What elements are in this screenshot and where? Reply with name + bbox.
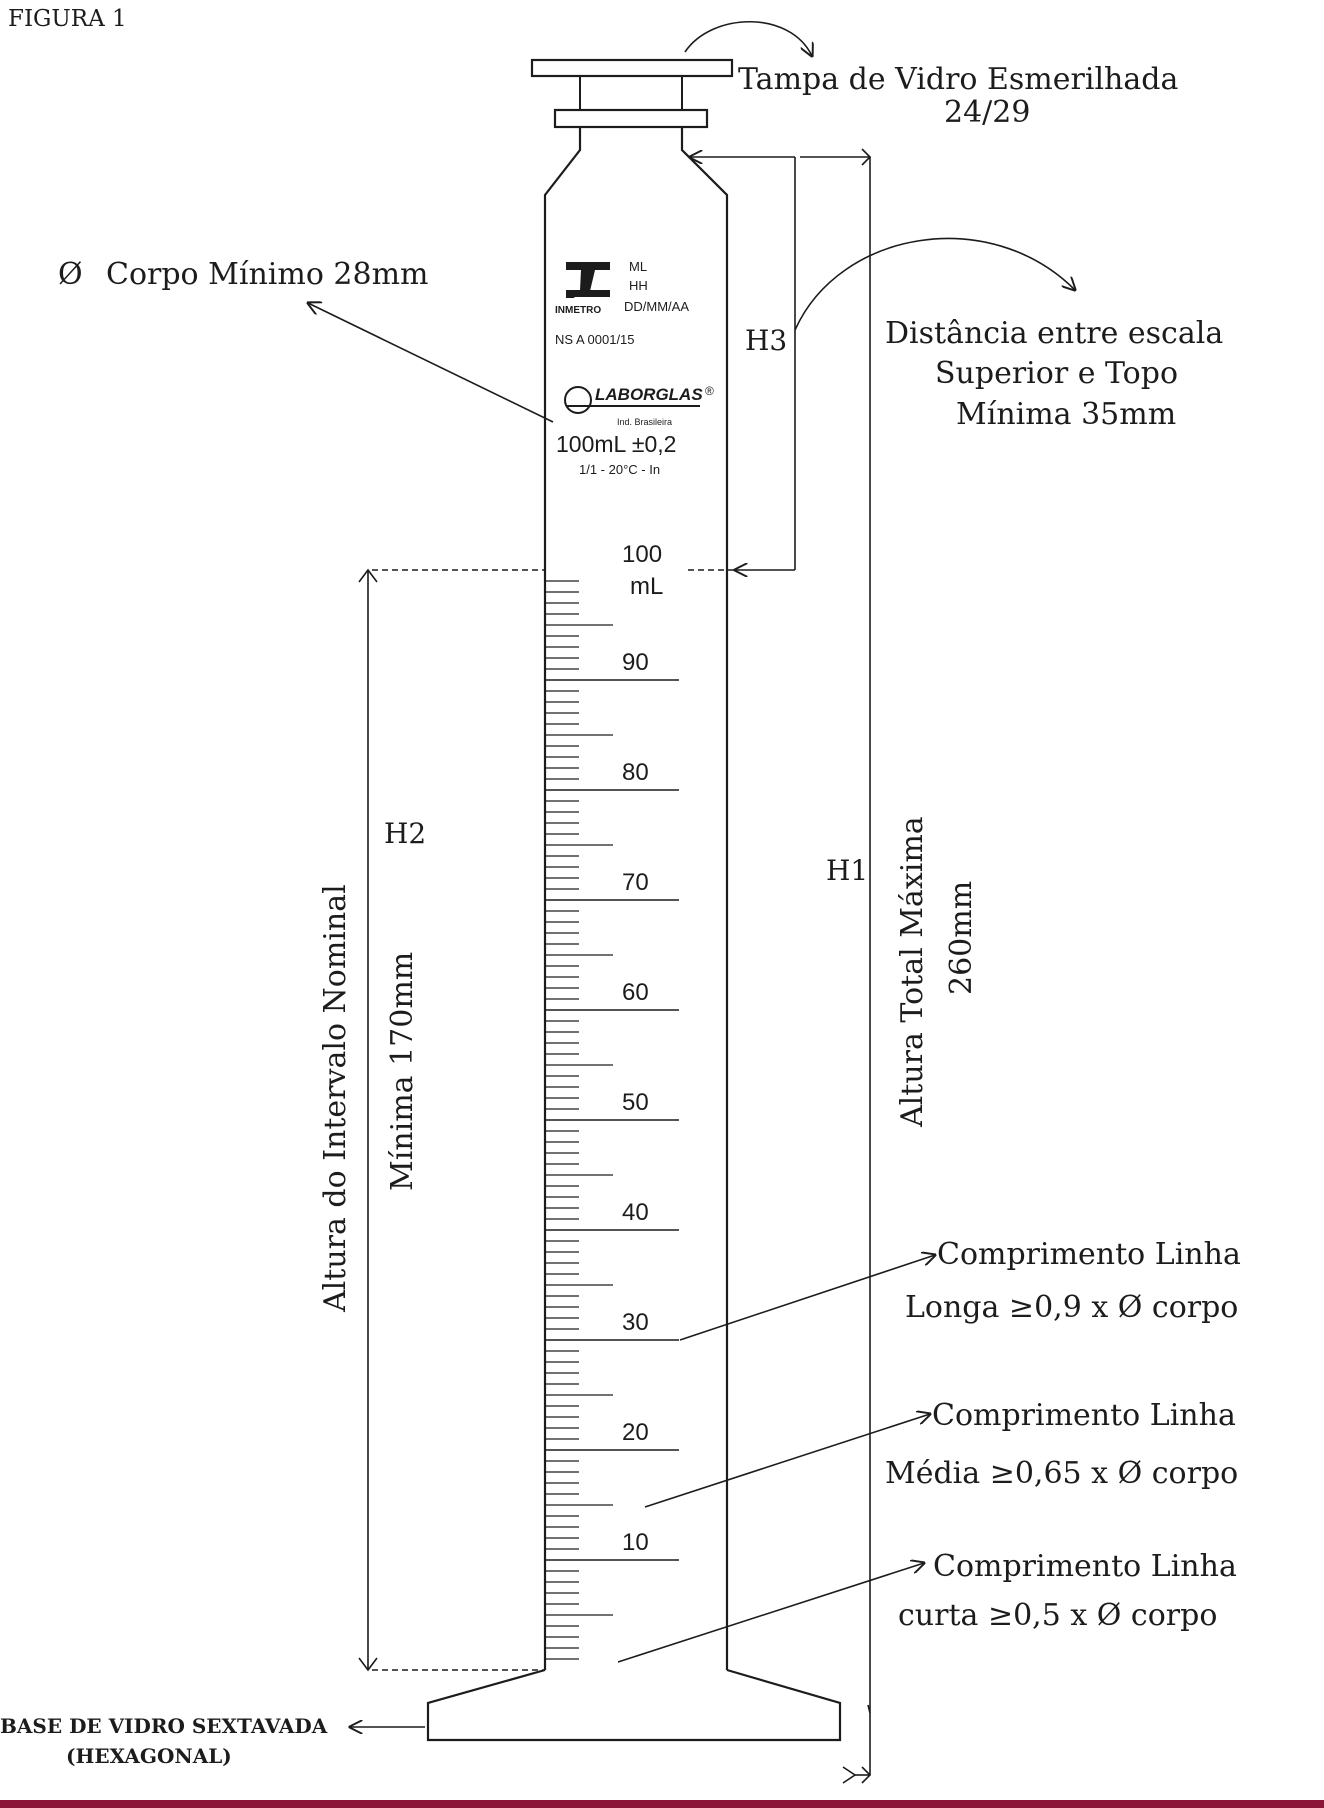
h3-label-line1: Distância entre escala [885,316,1223,351]
medium-line-arrow [644,1414,930,1508]
scale-label-40: 40 [622,1199,649,1226]
brand-name: LABORGLAS [595,385,703,404]
inmetro-name: INMETRO [555,305,601,316]
inmetro-code-date: DD/MM/AA [624,299,689,314]
medium-line-label2: Média ≥0,65 x Ø corpo [885,1456,1238,1491]
bottom-strip [0,1800,1324,1808]
stopper-lower-rim [553,108,709,129]
laborglas-logo-icon [564,386,700,414]
inmetro-code-hh: HH [629,278,648,293]
brand-registered-mark: ® [705,384,714,398]
stopper-top-rim [530,58,734,78]
h2-dimension [358,568,378,1672]
scale-label-30: 30 [622,1309,649,1336]
short-line-label1: Comprimento Linha [933,1549,1237,1584]
scale-label-100: 100 [622,541,662,568]
short-line-label2: curta ≥0,5 x Ø corpo [898,1598,1217,1633]
cap-arrow [684,20,812,56]
scale-label-70: 70 [622,869,649,896]
capacity-tolerance: 100mL ±0,2 [556,431,676,457]
calibration-conditions: 1/1 - 20°C - In [579,462,660,477]
graduation-scale [545,580,679,1660]
h3-callout-arrow [794,237,1075,331]
inmetro-logo [566,262,610,298]
figure-label: FIGURA 1 [8,6,127,32]
h3-label-line3: Mínima 35mm [956,397,1176,432]
h1-label-line1: Altura Total Máxima [895,816,930,1128]
medium-line-label1: Comprimento Linha [932,1398,1236,1433]
h3-dimension [690,157,796,570]
long-line-label2: Longa ≥0,9 x Ø corpo [905,1290,1238,1325]
scale-label-60: 60 [622,979,649,1006]
diameter-symbol: Ø [58,257,83,292]
cylinder-marking: ML HH INMETRO DD/MM/AA NS A 0001/15 LABO… [555,259,714,477]
cap-label-line1: Tampa de Vidro Esmerilhada [738,62,1178,97]
scale-label-80: 80 [622,759,649,786]
h2-label-line1: Altura do Intervalo Nominal [318,884,353,1313]
long-line-label1: Comprimento Linha [937,1237,1241,1272]
scale-labels: 90 80 70 60 50 40 30 20 10 [622,649,649,1556]
scale-label-90: 90 [622,649,649,676]
short-line-arrow [617,1563,924,1663]
scale-unit: mL [630,573,663,600]
scale-label-10: 10 [622,1529,649,1556]
h2-tag: H2 [384,817,426,850]
h1-tag: H1 [826,854,868,887]
brand-origin: Ind. Brasileira [617,417,672,427]
diameter-arrow [308,303,554,423]
base-label-line2: (HEXAGONAL) [66,1744,232,1768]
scale-label-20: 20 [622,1419,649,1446]
diameter-label: Corpo Mínimo 28mm [106,257,429,292]
inmetro-code-ml: ML [629,259,647,274]
h3-tag: H3 [745,324,787,357]
h1-dimension [800,148,872,1784]
scale-label-50: 50 [622,1089,649,1116]
cap-label-line2: 24/29 [944,95,1030,130]
base-label-line1: BASE DE VIDRO SEXTAVADA [0,1714,328,1738]
h3-label-line2: Superior e Topo [935,356,1178,391]
h1-label-line2: 260mm [944,881,979,995]
long-line-arrow [679,1255,935,1341]
norm-code: NS A 0001/15 [555,332,635,347]
h2-label-line2: Mínima 170mm [385,952,420,1191]
